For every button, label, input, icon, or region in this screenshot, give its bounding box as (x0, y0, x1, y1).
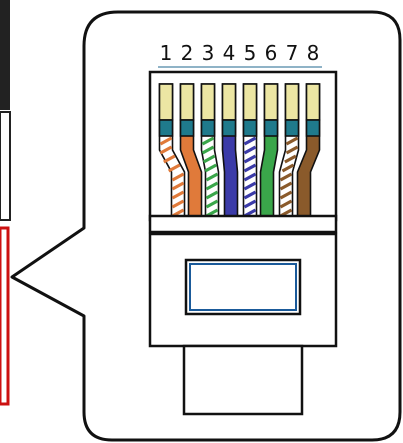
wire-3-stripe (201, 145, 215, 155)
wire-7-stripe (284, 154, 297, 164)
wire-1-stripe (171, 199, 185, 209)
wire-3-stripe (201, 136, 215, 146)
left-edge-panel-top (0, 0, 10, 110)
wire-5-stripe (243, 145, 257, 155)
contact-5-tip (242, 83, 258, 121)
wire-1-stripe (171, 190, 185, 200)
contact-1-band (158, 119, 174, 137)
wire-group (158, 83, 321, 218)
wire-3-stripe (205, 199, 219, 209)
wire-3-stripe (202, 154, 216, 164)
pin-number-1: 1 (160, 41, 173, 65)
contact-4-band (221, 119, 237, 137)
contact-3-tip (200, 83, 216, 121)
pin-number-8: 8 (307, 41, 320, 65)
contact-6-band (263, 119, 279, 137)
wire-7-stripe (285, 136, 299, 146)
wire-1-stripe (163, 154, 176, 164)
wire-7-stripe (285, 145, 299, 155)
contact-7-tip (284, 83, 300, 121)
pin-number-3: 3 (202, 41, 215, 65)
pin-number-5: 5 (244, 41, 257, 65)
contact-6-tip (263, 83, 279, 121)
wire-1-stripe (171, 172, 185, 182)
wire-3-stripe (205, 190, 219, 200)
pin-number-row: 1 2 3 4 5 6 7 8 (160, 41, 320, 65)
wire-1-stripe (171, 181, 185, 191)
wire-3-stripe (205, 172, 219, 182)
pin-number-4: 4 (223, 41, 236, 65)
contact-2-band (179, 119, 195, 137)
locking-tab-window (184, 258, 302, 316)
wire-5-stripe (243, 172, 257, 182)
contact-2-tip (179, 83, 195, 121)
contact-7-band (284, 119, 300, 137)
contact-4-tip (221, 83, 237, 121)
pin-number-2: 2 (181, 41, 194, 65)
crimp-bar (148, 214, 338, 234)
wire-7-stripe (279, 199, 293, 209)
wire-1-stripe (159, 145, 173, 155)
wire-3-stripe (204, 163, 217, 173)
wire-7-stripe (281, 163, 295, 173)
wire-3-stripe (205, 181, 219, 191)
pin-number-7: 7 (286, 41, 299, 65)
wire-5-stripe (243, 190, 257, 200)
contact-8-band (305, 119, 321, 137)
wire-7-stripe (279, 190, 293, 200)
wire-5-stripe (243, 154, 257, 164)
wire-1-stripe (159, 136, 173, 146)
wire-5-stripe (243, 136, 257, 146)
contact-1-tip (158, 83, 174, 121)
wire-5-stripe (243, 199, 257, 209)
cable-boot (182, 344, 304, 416)
contact-5-band (242, 119, 258, 137)
wire-5-stripe (243, 181, 257, 191)
wire-1-stripe (167, 163, 181, 173)
wire-5-stripe (243, 163, 257, 173)
left-edge-highlight-bar (0, 226, 10, 406)
locking-tab-window-inner (189, 263, 297, 311)
pin-number-6: 6 (265, 41, 278, 65)
left-edge-panel-mid (0, 111, 11, 221)
wire-7-stripe (279, 172, 293, 182)
contact-8-tip (305, 83, 321, 121)
wire-7-stripe (279, 181, 293, 191)
contact-3-band (200, 119, 216, 137)
